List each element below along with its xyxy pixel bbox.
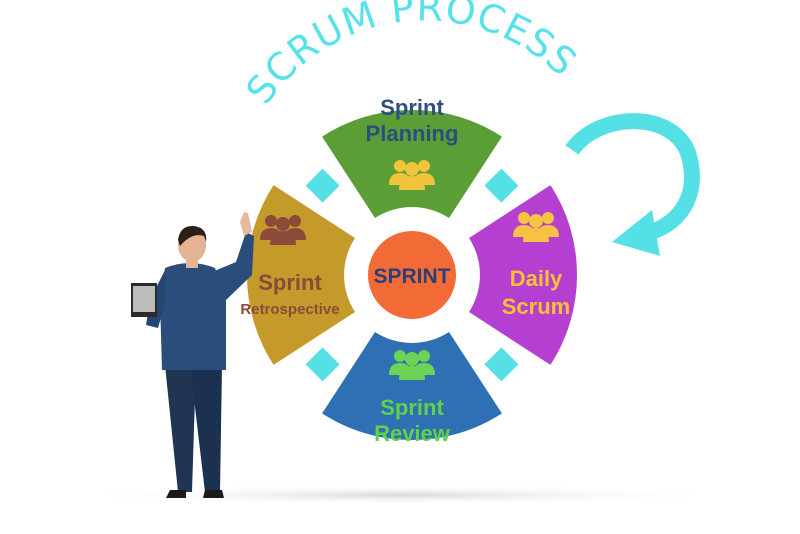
sprint-review-label-line2: Review [374,421,451,446]
floor-shadow [70,485,730,505]
daily-scrum-label-line2: Scrum [502,294,570,319]
sprint-review-label-line1: Sprint [380,395,444,420]
connector-top-right [484,168,519,203]
sprint-retrospective-label-line1: Sprint [258,270,322,295]
connector-bottom-left [305,347,340,382]
sprint-retrospective-label-line2: Retrospective [240,301,339,318]
connector-top-left [305,168,340,203]
cycle-arrow-icon [565,113,700,256]
sprint-planning-label-line2: Planning [366,121,459,146]
daily-scrum-label-line1: Daily [510,266,563,291]
sprint-planning-label-line1: Sprint [380,95,444,120]
center-circle [368,231,456,319]
center-label: SPRINT [373,265,450,288]
businessman-with-laptop [131,212,254,498]
segment-sprint-review [322,332,502,441]
connector-bottom-right [484,347,519,382]
